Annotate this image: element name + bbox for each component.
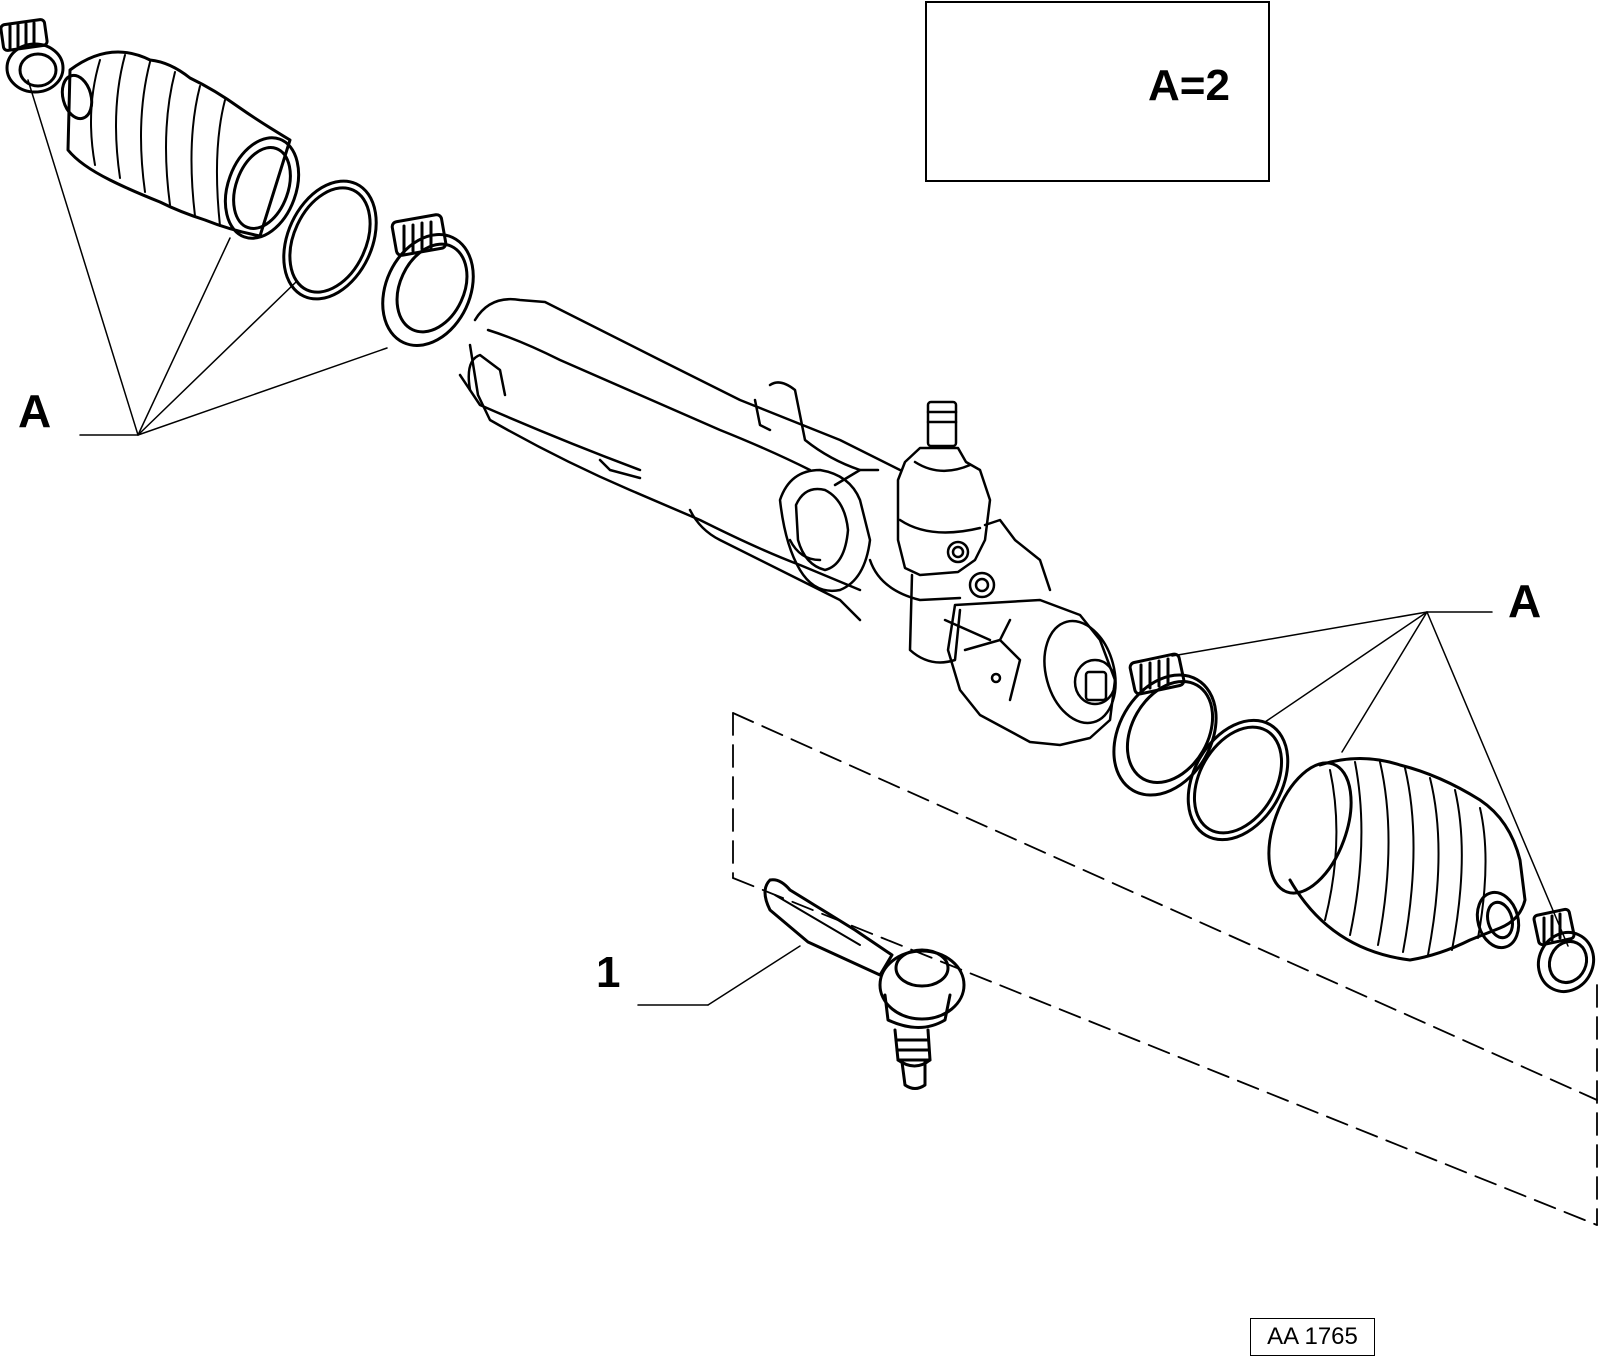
bellows-boot-upper-left: [60, 50, 301, 240]
reference-code: AA 1765: [1267, 1323, 1358, 1350]
kit-quantity-box: [925, 1, 1270, 182]
leader-lines-a-left: [27, 79, 388, 436]
leader-lines-a-right: [1171, 611, 1569, 947]
callout-a-left: A: [18, 385, 52, 437]
seal-ring-right: [1186, 718, 1290, 842]
seal-ring-upper-left: [282, 179, 378, 301]
hose-clip-upper-left-small: [0, 18, 65, 94]
tie-rod-end: [763, 878, 966, 1090]
dashed-assembly-outline: [732, 712, 1598, 1226]
leader-line-1: [637, 945, 801, 1006]
callout-a-right: A: [1508, 575, 1542, 627]
reference-code-box: [1250, 1318, 1375, 1356]
bellows-boot-right: [1267, 757, 1527, 962]
steering-rack-housing: [458, 297, 1117, 747]
callout-item-1: 1: [596, 948, 621, 997]
hose-clip-upper-left-large: [381, 213, 475, 347]
hose-clip-right-small: [1532, 907, 1596, 993]
kit-quantity-text: A=2: [1148, 61, 1230, 110]
